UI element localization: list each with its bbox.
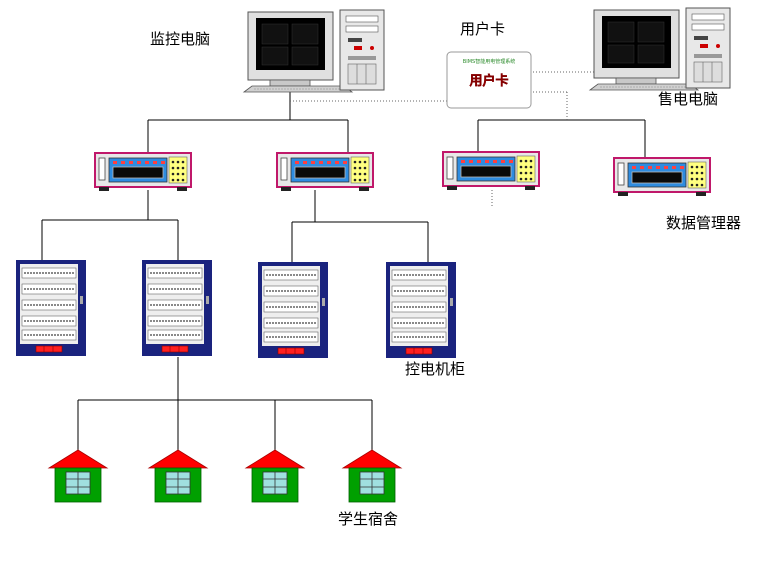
user-card: BIMS智能用电管理系统 用户卡 <box>446 51 532 109</box>
card-link-dotted <box>290 71 600 208</box>
control-cabinet-2 <box>141 259 213 357</box>
monitoring-computer <box>243 9 385 93</box>
data-manager-2 <box>276 152 374 192</box>
connection-lines <box>41 90 646 450</box>
data-manager-3 <box>442 151 540 191</box>
dormitory-2 <box>148 449 208 503</box>
dormitory-1 <box>48 449 108 503</box>
label-student-dorm: 学生宿舍 <box>338 510 399 528</box>
card-header-text: BIMS智能用电管理系统 <box>463 58 515 65</box>
control-cabinet-4 <box>385 261 457 359</box>
control-cabinet-3 <box>257 261 329 359</box>
label-monitor-pc: 监控电脑 <box>150 30 211 48</box>
label-user-card: 用户卡 <box>460 20 506 38</box>
label-data-manager: 数据管理器 <box>666 214 742 232</box>
data-manager-1 <box>94 152 192 192</box>
dormitory-4 <box>342 449 402 503</box>
label-sales-pc: 售电电脑 <box>658 90 719 108</box>
control-cabinet-1 <box>15 259 87 357</box>
label-control-cabinet: 控电机柜 <box>405 360 466 378</box>
card-title-text: 用户卡 <box>468 73 508 89</box>
sales-computer <box>589 7 731 91</box>
dormitory-3 <box>245 449 305 503</box>
data-manager-4 <box>613 157 711 197</box>
